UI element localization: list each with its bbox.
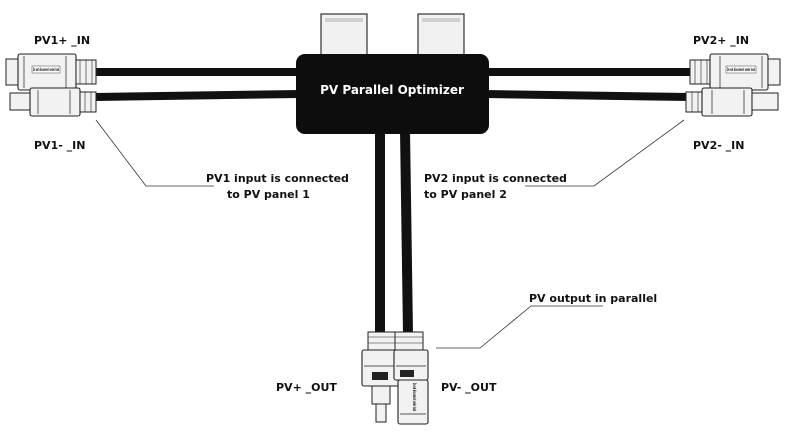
connector-pv2-pos: Do not disconnect under load	[689, 53, 781, 91]
label-pv1-pos-in: PV1+ _IN	[34, 34, 90, 47]
input-cables	[90, 68, 696, 101]
annotation-pv2-line1: PV2 input is connected	[424, 172, 567, 185]
connector-pv1-neg	[9, 87, 97, 117]
connector-mark-bottom: Do not disconnect under load	[412, 383, 417, 411]
label-pv-pos-out: PV+ _OUT	[276, 381, 337, 394]
leader-output	[436, 305, 603, 349]
cable-pv1-neg	[94, 90, 301, 101]
label-pv2-pos-in: PV2+ _IN	[693, 34, 749, 47]
leader-lines	[95, 119, 685, 349]
label-pv2-neg-in: PV2- _IN	[693, 139, 744, 152]
connector-pv1-pos: Do not disconnect under load	[5, 53, 97, 91]
connector-mark-right: Do not disconnect under load	[727, 67, 755, 72]
cable-pv2-neg	[484, 90, 691, 101]
leader-pv2	[525, 119, 685, 187]
label-pv1-neg-in: PV1- _IN	[34, 139, 85, 152]
connector-mark-left: Do not disconnect under load	[33, 67, 59, 72]
cable-pv-neg-out	[400, 129, 413, 335]
output-cables	[375, 129, 413, 335]
annotation-pv1-line2: to PV panel 1	[227, 188, 310, 201]
label-pv-neg-out: PV- _OUT	[441, 381, 497, 394]
annotation-pv2-line2: to PV panel 2	[424, 188, 507, 201]
optimizer-box: PV Parallel Optimizer	[296, 54, 489, 134]
optimizer-title: PV Parallel Optimizer	[320, 83, 464, 97]
leader-pv1	[95, 119, 214, 187]
annotation-output: PV output in parallel	[529, 292, 657, 305]
connector-pv-pos-out	[361, 331, 401, 423]
annotation-pv1-line1: PV1 input is connected	[206, 172, 349, 185]
connector-pv-neg-out: Do not disconnect under load	[393, 331, 429, 425]
connector-pv2-neg	[685, 87, 779, 117]
top-tabs	[320, 13, 465, 57]
